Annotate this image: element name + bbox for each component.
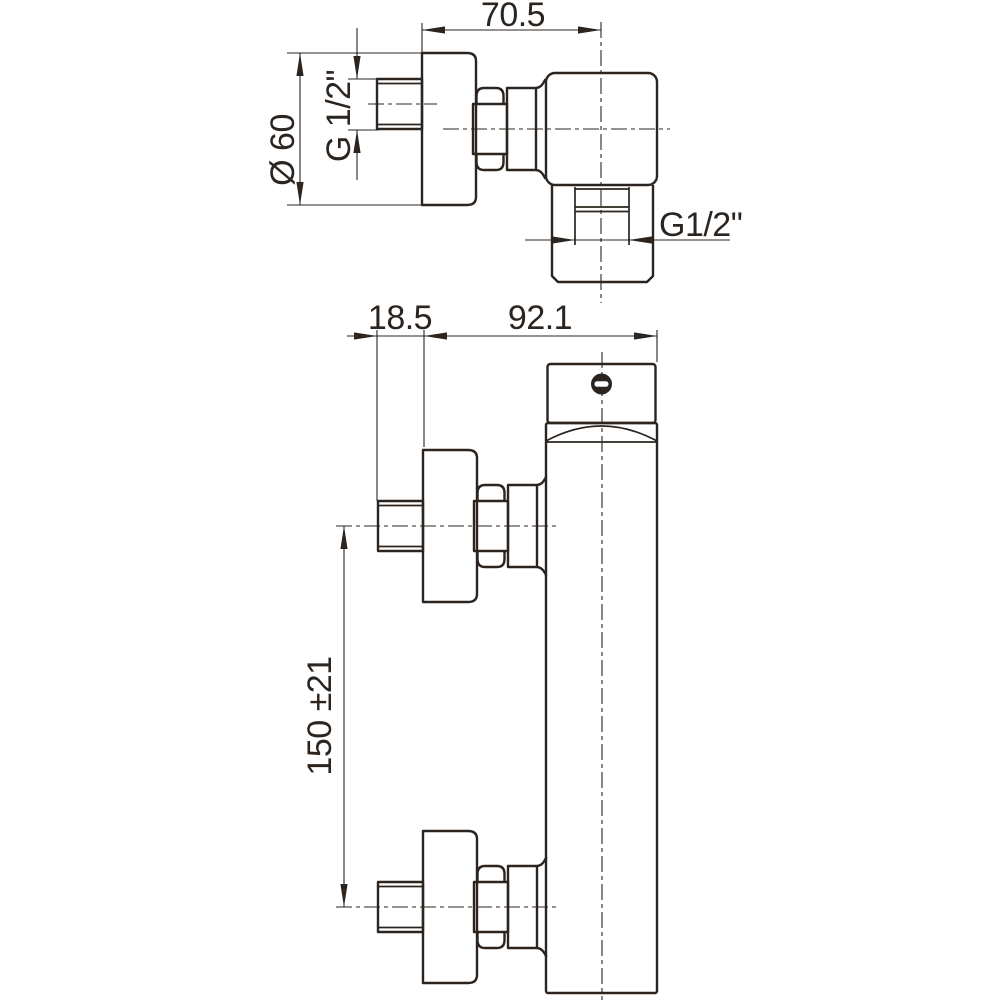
arrowhead-up [353, 130, 361, 153]
arrowhead-up [296, 53, 304, 76]
dim-body-depth-label: 92.1 [508, 299, 572, 337]
front-view: 18.5 92.1 150 ±21 [301, 299, 659, 1000]
dim-rosette-diameter-label: Ø 60 [264, 114, 302, 186]
arrowhead-right [634, 332, 657, 340]
arrowhead-right [354, 332, 377, 340]
handle [546, 362, 657, 425]
screw-slot [594, 381, 609, 387]
dim-outlet-thread-label: G1/2" [659, 206, 742, 244]
arrowhead-left [422, 26, 445, 34]
top-view: 70.5 Ø 60 G 1/2" G1/2" [264, 0, 743, 303]
arrowhead-down [353, 56, 361, 79]
arrowhead-left [424, 332, 447, 340]
arrowhead-down [296, 182, 304, 205]
dim-wall-offset-label: 70.5 [481, 0, 545, 34]
dim-inlet-thread-label: G 1/2" [320, 70, 358, 162]
dim-inlet-spacing-label: 150 ±21 [301, 656, 339, 775]
arrowhead-up [340, 526, 348, 549]
body-dome-arc [545, 425, 658, 442]
arrowhead-right [552, 236, 575, 244]
dim-rosette-depth-label: 18.5 [368, 299, 432, 337]
outlet-port [550, 185, 655, 284]
arrowhead-down [340, 884, 348, 907]
arrowhead-left [629, 236, 652, 244]
arrowhead-right [578, 26, 601, 34]
mixer-body [544, 71, 659, 187]
